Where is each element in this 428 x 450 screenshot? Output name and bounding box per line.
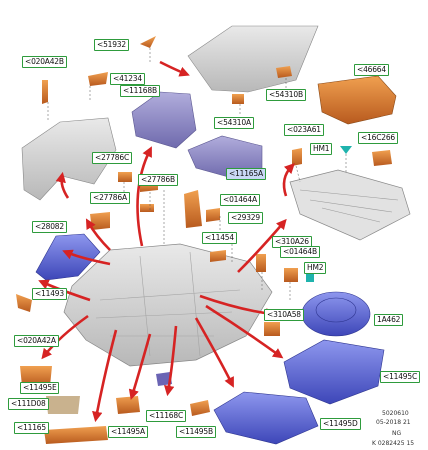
- rear-shelf-part: [317, 75, 397, 125]
- stamp-line: 5020610: [382, 410, 409, 417]
- part-piece: [184, 190, 202, 228]
- part-label: <11168C: [146, 410, 186, 422]
- part-label: <11495C: [380, 371, 420, 383]
- part-label: <46664: [354, 64, 389, 76]
- part-label: <020A42B: [22, 56, 67, 68]
- floor-body: [63, 243, 273, 367]
- part-label: <11495D: [320, 418, 361, 430]
- part-label: <27786B: [138, 174, 178, 186]
- part-piece: [44, 426, 108, 444]
- part-piece: [256, 254, 266, 272]
- stamp-line: K 0282425 15: [372, 440, 415, 447]
- part-label: <023A61: [284, 124, 324, 136]
- roof-panel: [187, 25, 319, 93]
- part-piece: [292, 148, 302, 166]
- part-piece: [20, 366, 52, 386]
- part-piece: [90, 212, 110, 230]
- side-panel-part: [21, 117, 117, 201]
- part-piece: [372, 150, 392, 166]
- rear-frame-part: [289, 169, 411, 241]
- floor-11495d: [213, 391, 319, 445]
- stamp-line: NG: [392, 430, 402, 437]
- part-piece: [88, 72, 108, 86]
- part-label: <11495A: [108, 426, 148, 438]
- rear-floor-11495c: [283, 339, 385, 405]
- part-label: <11493: [32, 288, 67, 300]
- part-piece: [116, 396, 140, 414]
- part-label: <11495E: [20, 382, 60, 394]
- part-label: <28082: [32, 221, 67, 233]
- part-label: <54310A: [214, 117, 254, 129]
- part-piece: [210, 250, 226, 262]
- part-piece: [264, 322, 280, 336]
- part-piece: [190, 400, 210, 416]
- part-piece-teal: [306, 274, 314, 282]
- part-piece: [118, 172, 132, 182]
- part-label: <020A42A: [14, 335, 59, 347]
- part-piece: [276, 66, 292, 78]
- part-label: <310A58: [264, 309, 304, 321]
- stamp-line: 05-2018 21: [376, 419, 411, 426]
- part-label-highlighted: <11165A: [226, 168, 266, 180]
- part-label: <29329: [228, 212, 263, 224]
- part-label: <11495B: [176, 426, 216, 438]
- part-piece: [284, 268, 298, 282]
- part-label: <27786C: [92, 152, 132, 164]
- part-label: <01464A: [220, 194, 260, 206]
- part-label: HM2: [304, 262, 327, 274]
- leader-lines: [47, 48, 347, 300]
- part-piece: [206, 208, 220, 222]
- explode-arrows: [38, 60, 295, 423]
- part-piece: [16, 294, 32, 312]
- part-piece-teal: [340, 146, 352, 154]
- part-label: 1A462: [374, 314, 404, 326]
- part-label: <11454: [202, 232, 237, 244]
- part-label: <54310B: [266, 89, 306, 101]
- spare-tub-1a462: [301, 291, 371, 337]
- part-label: <27786A: [90, 192, 130, 204]
- part-label: <41234: [110, 73, 145, 85]
- part-piece: [156, 372, 172, 386]
- part-label: <01464B: [280, 246, 320, 258]
- part-piece: [232, 94, 244, 104]
- part-label: <11165: [14, 422, 49, 434]
- part-label: <51932: [94, 39, 129, 51]
- part-piece: [140, 36, 156, 48]
- part-label: <111D08: [8, 398, 49, 410]
- inner-panel-11168b: [131, 91, 197, 149]
- part-piece: [42, 80, 48, 104]
- part-label: HM1: [310, 143, 333, 155]
- part-piece: [140, 204, 154, 212]
- part-label: <11168B: [120, 85, 160, 97]
- part-piece: [46, 396, 80, 414]
- part-label: <16C266: [358, 132, 398, 144]
